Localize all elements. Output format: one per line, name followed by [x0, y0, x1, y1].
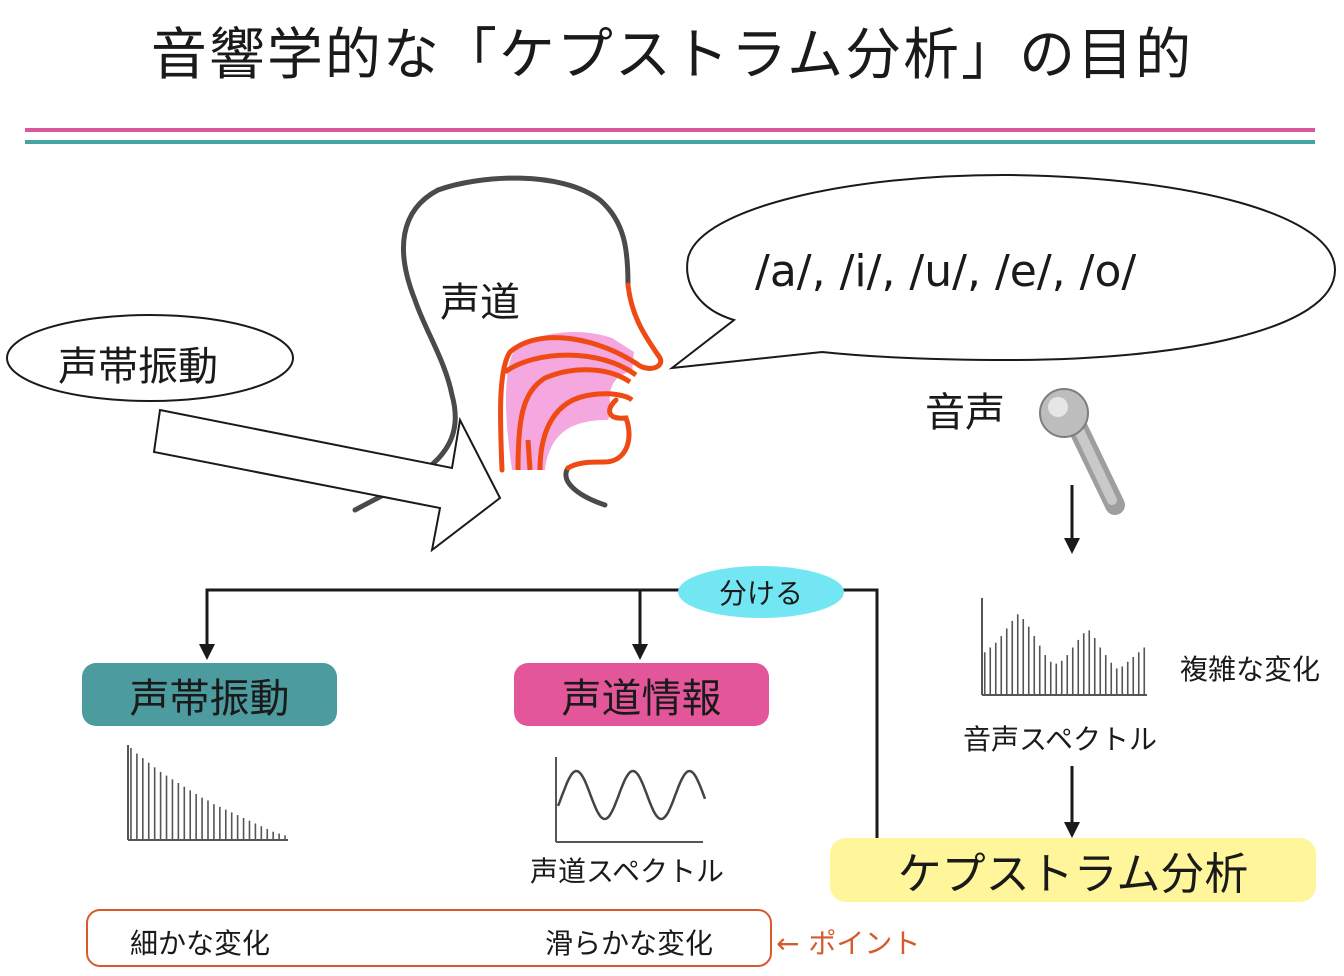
voice-spectrum-label: 音声スペクトル	[963, 723, 1158, 756]
vocal-fold-box: 声帯振動	[82, 663, 337, 726]
point-box	[86, 909, 772, 967]
microphone-icon	[1039, 388, 1125, 515]
vocal-tract-spectrum-label: 声道スペクトル	[530, 855, 725, 888]
vocal-tract-spectrum-curve	[556, 769, 707, 821]
page-title: 音響学的な「ケプストラム分析」の目的	[150, 23, 1194, 88]
title-rule-pink	[25, 128, 1315, 132]
vocal-fold-ellipse	[6, 314, 294, 402]
separate-connector	[205, 588, 879, 838]
complex-change-label: 複雑な変化	[1180, 653, 1321, 686]
vocal-tract-icon	[498, 282, 664, 473]
vocal-tract-label: 声道	[440, 280, 520, 326]
cepstrum-analysis-box: ケプストラム分析	[830, 838, 1316, 902]
smooth-change-label: 滑らかな変化	[545, 927, 714, 960]
chin-outline	[563, 465, 608, 508]
title-rule-teal	[25, 140, 1315, 144]
head-silhouette-icon	[352, 175, 631, 513]
voice-spectrum-chart	[981, 598, 1147, 696]
separate-bubble: 分ける	[678, 566, 844, 618]
vocal-tract-spectrum-chart	[555, 757, 707, 843]
fine-change-label: 細かな変化	[130, 927, 271, 960]
vocal-fold-spectrum-chart	[127, 745, 288, 841]
vocal-tract-info-box: 声道情報	[514, 663, 769, 726]
block-arrow-icon	[152, 408, 502, 553]
speech-bubble-icon	[668, 173, 1337, 370]
vocal-fold-ellipse-label: 声帯振動	[58, 344, 218, 390]
voice-label: 音声	[925, 390, 1005, 436]
point-label: ← ポイント	[776, 927, 921, 960]
vowels-text: /a/, /i/, /u/, /e/, /o/	[755, 246, 1137, 297]
